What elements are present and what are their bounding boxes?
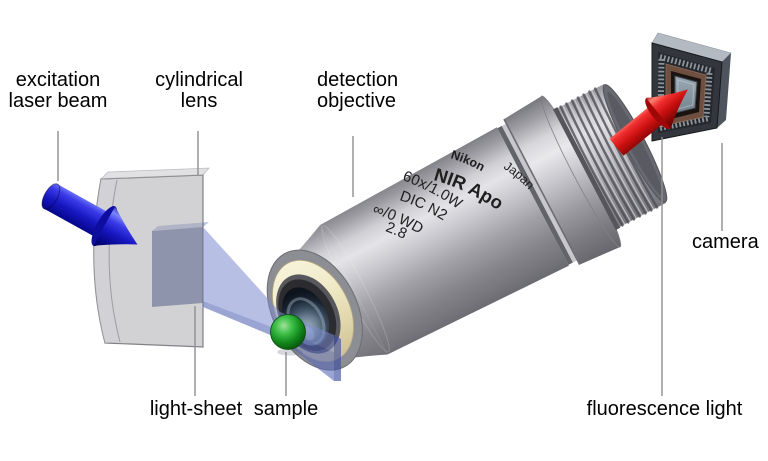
fluorescence-arrow-head [646,89,688,129]
label-fluorescence-light: fluorescence light [586,398,743,420]
label-lens-line1: cylindrical [155,69,243,91]
label-cylindrical-lens: cylindrical lens [147,70,251,112]
chip-side-face [717,53,731,128]
excitation-arrow-tail [41,183,61,210]
fluorescence-arrow [609,89,688,156]
sample-sphere [270,314,306,356]
excitation-arrow [41,183,138,247]
light-sheet-front-face [203,301,334,381]
thread-ridges [559,87,659,227]
objective-barrel [320,127,569,355]
label-excitation-line1: excitation [15,69,101,91]
label-sample: sample [253,398,319,420]
cylindrical-lens [93,167,210,348]
light-sheet-top-surface [203,227,334,352]
engraving-working-distance: 2.8 [383,219,409,243]
label-camera: camera [692,231,759,253]
collar-thread-gap [553,107,621,231]
label-excitation-line2: laser beam [8,90,108,112]
groove-front [497,125,573,265]
collar-front-edge [503,118,581,265]
light-sheet [203,227,341,381]
excitation-arrow-head [93,206,138,246]
objective-collar [503,96,621,265]
sample-shadow [277,348,303,356]
label-lens-line2: lens [180,90,218,112]
lens-curve-edge [108,179,121,343]
light-sheet-end-face [334,335,341,381]
label-excitation-laser-beam: excitation laser beam [6,70,110,112]
label-light-sheet: light-sheet [149,398,243,420]
label-objective-line2: objective [317,90,396,112]
thin-ring [501,123,578,263]
label-objective-line1: detection [317,69,399,91]
sample-ball [270,314,306,350]
fluorescence-arrow-shaft [609,104,666,156]
leader-lines [57,131,723,396]
excitation-arrow-shaft [43,183,112,239]
lens-top-face [99,167,210,180]
label-detection-objective: detection objective [317,70,398,112]
